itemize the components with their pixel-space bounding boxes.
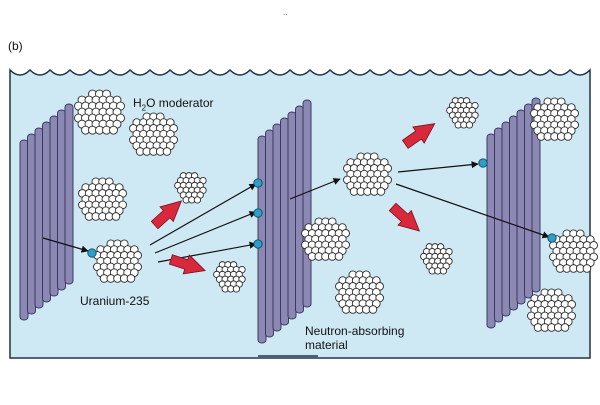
control-rod-icon xyxy=(280,117,289,326)
nucleus-group xyxy=(74,89,598,332)
neutron-path-arrow xyxy=(395,183,550,239)
rod-bundle-left xyxy=(19,103,74,321)
neutron-path-arrow xyxy=(289,178,341,200)
control-rod-icon xyxy=(524,103,533,299)
rod-bundle-right xyxy=(486,97,541,329)
control-rod-icon xyxy=(272,123,282,332)
uranium-nucleus-icon xyxy=(174,172,207,204)
uranium-nucleus-icon xyxy=(527,288,576,332)
control-rod-icon xyxy=(64,103,74,285)
uranium-nucleus-icon xyxy=(335,270,384,314)
control-rod-icon xyxy=(57,109,66,291)
control-rod-icon xyxy=(287,111,297,320)
uranium-nucleus-icon xyxy=(301,217,350,261)
neutron-path-arrow xyxy=(149,183,257,246)
neutron-group xyxy=(87,158,557,258)
uranium-nucleus-icon xyxy=(446,97,479,129)
uranium-nucleus-icon xyxy=(93,239,142,283)
uranium-nucleus-icon xyxy=(420,243,453,275)
control-rod-icon xyxy=(509,115,518,311)
control-rod-icon xyxy=(19,139,29,321)
neutron-icon xyxy=(87,248,97,258)
uranium-label: Uranium-235 xyxy=(80,294,150,308)
neutron-path-arrow xyxy=(397,161,479,173)
uranium-nucleus-icon xyxy=(549,229,598,273)
control-rod-icon xyxy=(501,121,511,317)
neutron-path-arrow xyxy=(154,211,257,254)
control-rod-group xyxy=(19,97,541,344)
control-rod-icon xyxy=(265,129,274,338)
rod-bundle-middle xyxy=(257,99,312,344)
fission-fragment-arrow-icon xyxy=(168,254,206,275)
control-rod-icon xyxy=(302,99,312,308)
uranium-nucleus-icon xyxy=(213,261,246,293)
absorber-label: Neutron-absorbing material xyxy=(305,324,405,352)
control-rod-icon xyxy=(531,97,541,293)
moderator-label: H2O moderator xyxy=(133,96,213,115)
neutron-path-group xyxy=(42,161,550,263)
uranium-nucleus-icon xyxy=(343,152,392,196)
neutron-icon xyxy=(547,233,557,243)
control-rod-icon xyxy=(34,127,44,309)
fission-fragment-arrow-icon xyxy=(150,200,183,230)
uranium-nucleus-icon xyxy=(129,112,178,156)
uranium-nucleus-icon xyxy=(530,97,579,141)
uranium-nucleus-icon xyxy=(78,177,127,221)
uranium-nucleus-icon xyxy=(74,89,125,135)
control-rod-icon xyxy=(516,109,526,305)
moderator-label-prefix: H xyxy=(133,96,142,110)
neutron-icon xyxy=(478,158,488,168)
moderator-label-subscript: 2 xyxy=(141,103,147,113)
control-rod-icon xyxy=(257,135,267,344)
fission-fragment-arrow-icon xyxy=(388,202,421,232)
control-rod-icon xyxy=(295,105,304,314)
neutron-icon xyxy=(253,178,263,188)
top-mark: .. xyxy=(283,8,288,17)
neutron-icon xyxy=(253,239,263,249)
control-rod-icon xyxy=(49,115,59,297)
neutron-path-arrow xyxy=(42,237,89,253)
control-rod-icon xyxy=(486,133,496,329)
moderator-label-suffix: O moderator xyxy=(146,96,214,110)
panel-letter: (b) xyxy=(8,39,23,53)
control-rod-icon xyxy=(27,133,36,315)
fission-fragment-arrow-icon xyxy=(401,123,436,149)
control-rod-icon xyxy=(42,121,51,303)
fragment-arrow-group xyxy=(150,123,436,275)
control-rod-icon xyxy=(494,127,503,323)
neutron-icon xyxy=(253,208,263,218)
